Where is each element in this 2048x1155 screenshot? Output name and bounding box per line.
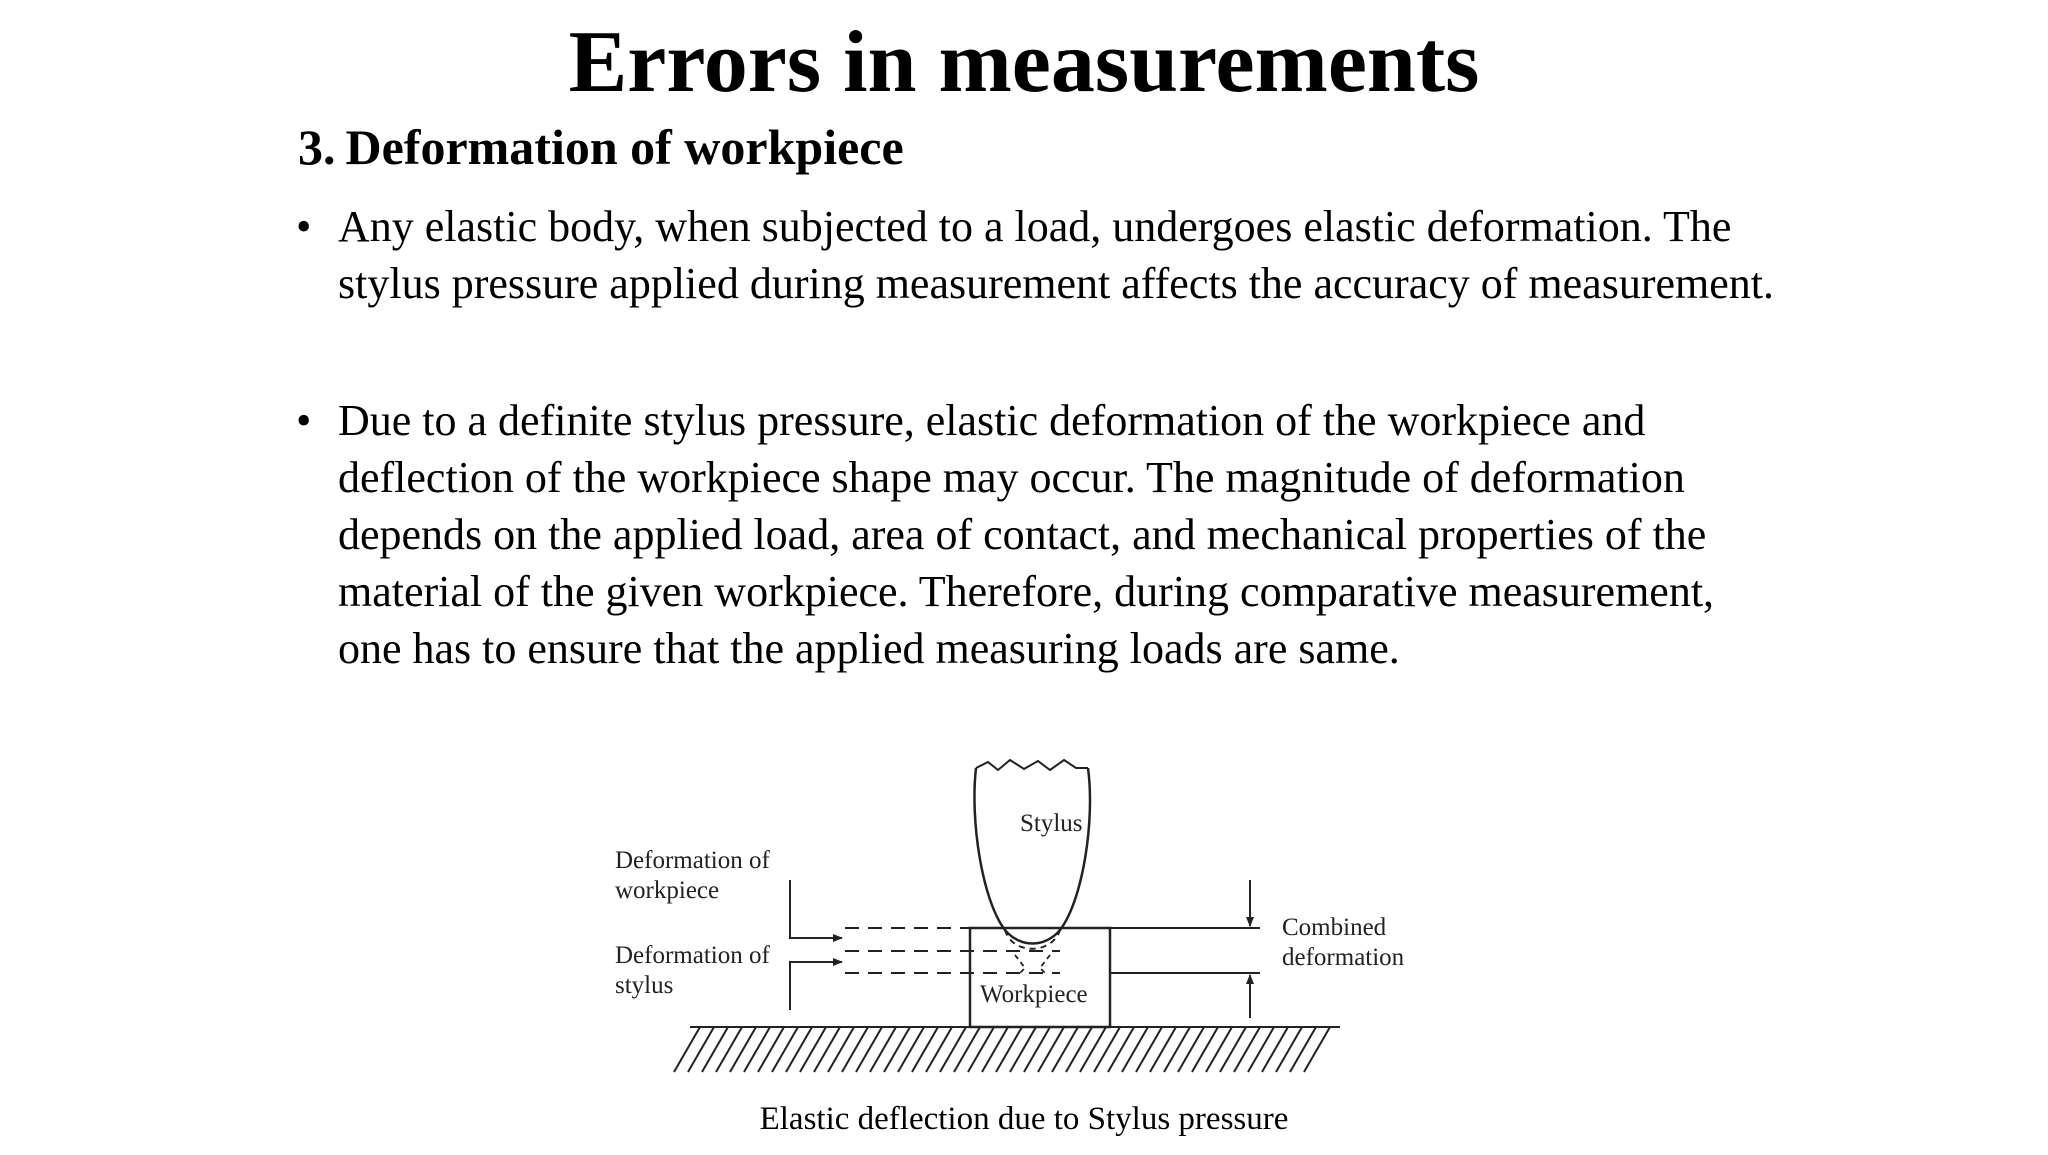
deformation-workpiece-label-1: Deformation of	[615, 847, 770, 874]
hatch-stroke	[911, 1026, 939, 1073]
hatch-stroke	[967, 1026, 995, 1073]
bullet-marker: •	[296, 396, 312, 445]
deformation-dashed-lines	[845, 927, 1060, 974]
stylus-deflection-diagram: Stylus Deformation of workpiece Deformat…	[580, 750, 1480, 1150]
deformation-workpiece-label-2: workpiece	[615, 877, 719, 904]
hatch-stroke	[1009, 1026, 1037, 1073]
hatch-stroke	[1247, 1026, 1275, 1073]
hatch-stroke	[981, 1026, 1009, 1073]
ground-hatching	[673, 1026, 1340, 1073]
hatch-stroke	[729, 1026, 757, 1073]
hatch-stroke	[1107, 1026, 1135, 1073]
hatch-stroke	[1219, 1026, 1247, 1073]
hatch-stroke	[757, 1026, 785, 1073]
hatch-stroke	[1233, 1026, 1261, 1073]
hatch-stroke	[701, 1026, 729, 1073]
hatch-stroke	[1261, 1026, 1289, 1073]
workpiece-label: Workpiece	[980, 981, 1088, 1008]
stylus-label: Stylus	[1020, 810, 1083, 837]
hatch-stroke	[897, 1026, 925, 1073]
section-title: Deformation of workpiece	[345, 119, 904, 175]
hatch-stroke	[1037, 1026, 1065, 1073]
hatch-stroke	[1093, 1026, 1121, 1073]
combined-deformation-label-2: deformation	[1282, 944, 1405, 971]
section-heading: 3.Deformation of workpiece	[298, 116, 904, 178]
hatch-stroke	[1275, 1026, 1303, 1073]
diagram-svg: Stylus Deformation of workpiece Deformat…	[615, 758, 1405, 1073]
hatch-stroke	[785, 1026, 813, 1073]
hatch-stroke	[883, 1026, 911, 1073]
deformation-workpiece-arrow	[789, 880, 843, 942]
deformation-stylus-label-1: Deformation of	[615, 942, 770, 969]
hatch-stroke	[855, 1026, 883, 1073]
hatch-stroke	[771, 1026, 799, 1073]
hatch-stroke	[995, 1026, 1023, 1073]
hatch-stroke	[1303, 1026, 1331, 1073]
combined-deformation-label-1: Combined	[1282, 914, 1387, 941]
hatch-stroke	[1023, 1026, 1051, 1073]
hatch-stroke	[841, 1026, 869, 1073]
hatch-stroke	[1163, 1026, 1191, 1073]
hatch-stroke	[869, 1026, 897, 1073]
hatch-stroke	[1065, 1026, 1093, 1073]
bullet-marker: •	[296, 202, 312, 251]
hatch-stroke	[1177, 1026, 1205, 1073]
hatch-stroke	[953, 1026, 981, 1073]
hatch-stroke	[813, 1026, 841, 1073]
figure-caption: Elastic deflection due to Stylus pressur…	[759, 1101, 1289, 1137]
bullet-text: Due to a definite stylus pressure, elast…	[338, 396, 1715, 673]
stylus-shape	[973, 758, 1092, 974]
hatch-stroke	[1135, 1026, 1163, 1073]
hatch-stroke	[1121, 1026, 1149, 1073]
slide-title: Errors in measurements	[568, 14, 1480, 111]
hatch-stroke	[743, 1026, 771, 1073]
hatch-stroke	[673, 1026, 701, 1073]
hatch-stroke	[687, 1026, 715, 1073]
hatch-stroke	[939, 1026, 967, 1073]
bullet-item-stylus-pressure: • Due to a definite stylus pressure, ela…	[296, 392, 1778, 677]
bullet-item-elastic-body: • Any elastic body, when subjected to a …	[296, 198, 1778, 312]
deformation-stylus-label-2: stylus	[615, 972, 673, 999]
hatch-stroke	[1205, 1026, 1233, 1073]
section-number: 3.	[298, 119, 336, 175]
hatch-stroke	[1191, 1026, 1219, 1073]
hatch-stroke	[715, 1026, 743, 1073]
hatch-stroke	[1079, 1026, 1107, 1073]
deformation-stylus-arrow	[789, 958, 843, 1010]
hatch-stroke	[1289, 1026, 1317, 1073]
reference-lines	[1110, 927, 1260, 974]
hatch-stroke	[799, 1026, 827, 1073]
bullet-text: Any elastic body, when subjected to a lo…	[338, 202, 1774, 308]
hatch-stroke	[827, 1026, 855, 1073]
hatch-stroke	[925, 1026, 953, 1073]
hatch-stroke	[1149, 1026, 1177, 1073]
hatch-stroke	[1051, 1026, 1079, 1073]
